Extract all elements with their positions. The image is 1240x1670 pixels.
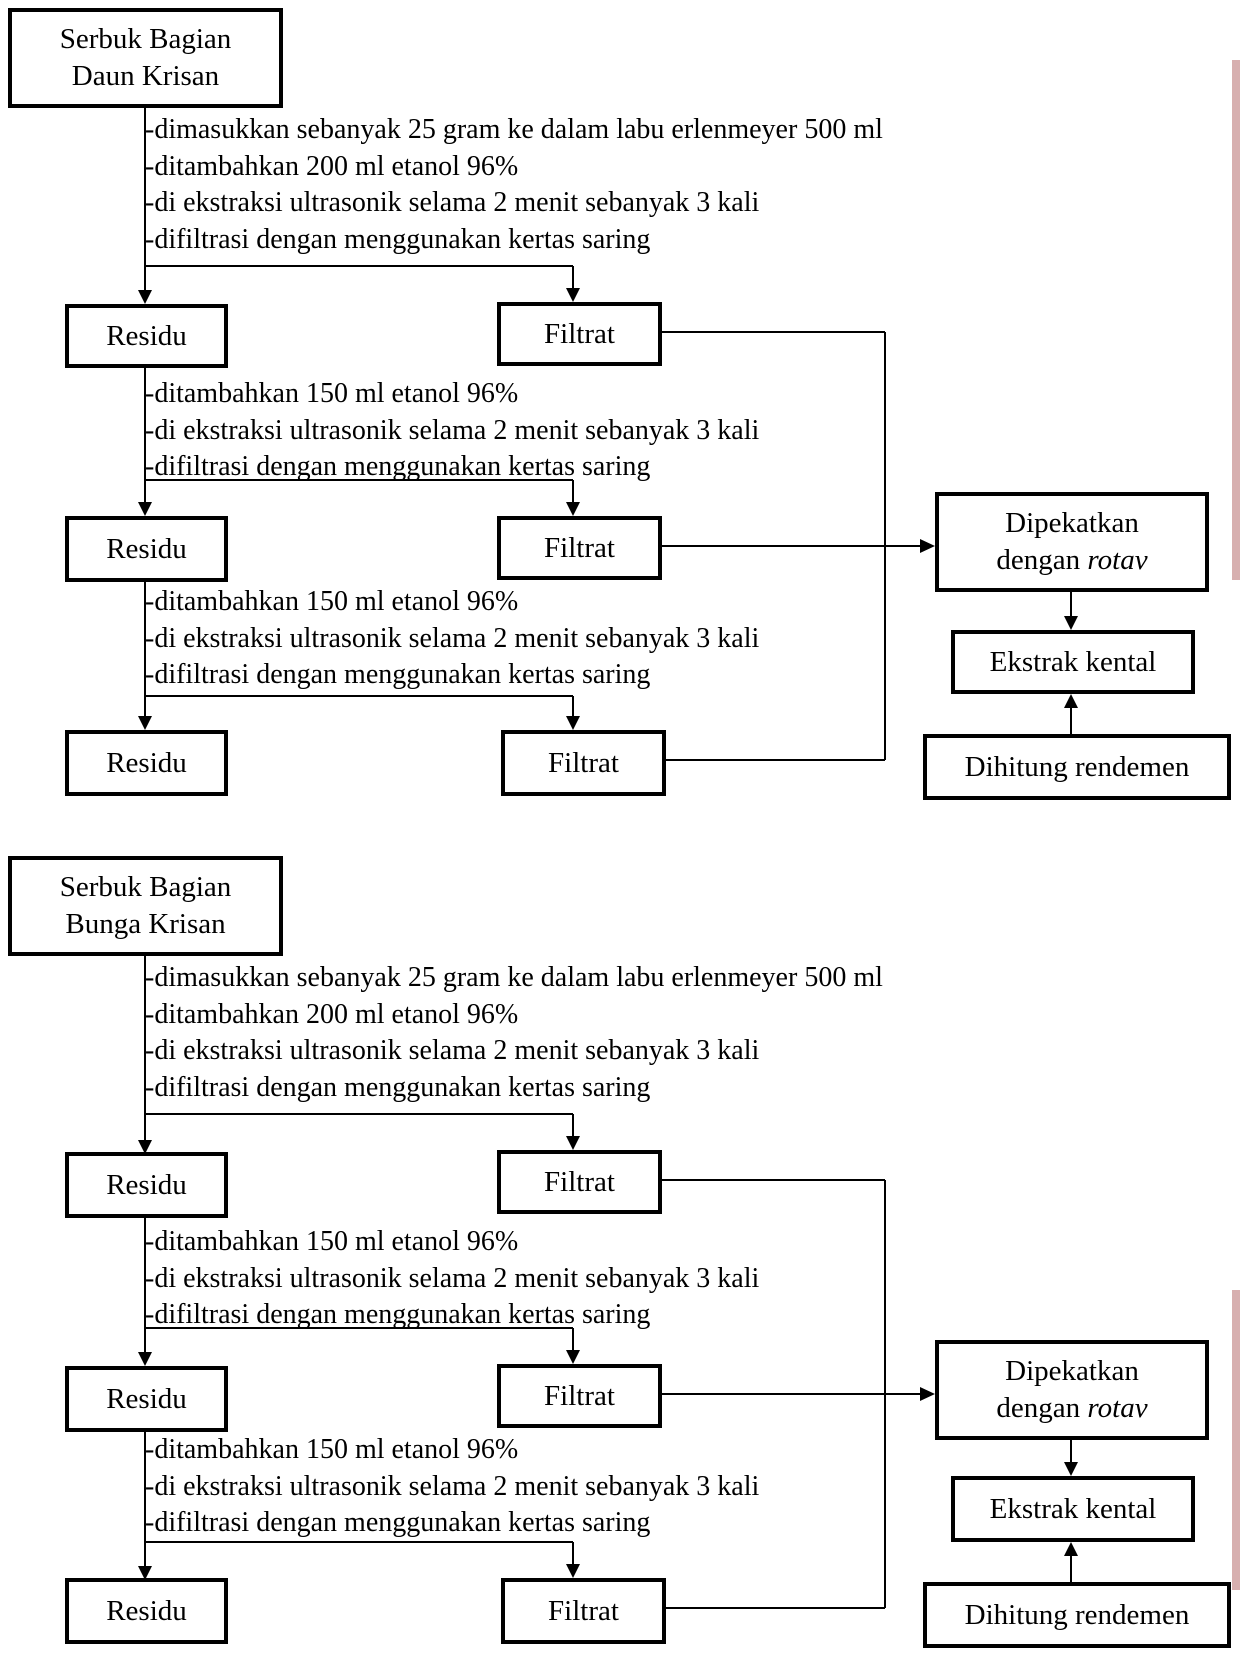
residu-label: Residu	[106, 319, 187, 352]
step-group-3: -ditambahkan 150 ml etanol 96% -di ekstr…	[145, 584, 759, 694]
concentrate-line2: dengan rotav	[996, 542, 1147, 579]
step-text: -difiltrasi dengan menggunakan kertas sa…	[145, 1299, 651, 1330]
residu-box-1: Residu	[65, 304, 228, 368]
filtrat-label: Filtrat	[548, 746, 619, 779]
step-text: -ditambahkan 200 ml etanol 96%	[145, 150, 519, 182]
step-text: -ditambahkan 200 ml etanol 96%	[145, 998, 519, 1030]
step-text: -di ekstraksi ultrasonik selama 2 menit …	[145, 1262, 760, 1294]
residu-label: Residu	[106, 746, 187, 779]
step-text: -ditambahkan 150 ml etanol 96%	[145, 1434, 519, 1465]
source-label-line1: Serbuk Bagian	[59, 23, 232, 55]
step-group-1: -dimasukkan sebanyak 25 gram ke dalam la…	[145, 960, 883, 1106]
filtrat-box-2: Filtrat	[497, 516, 662, 580]
flowchart-bunga: Serbuk Bagian Bunga Krisan -dimasukkan s…	[0, 850, 1240, 1670]
concentrate-line2: dengan rotav	[996, 1390, 1147, 1427]
step-text: -difiltrasi dengan menggunakan kertas sa…	[145, 1071, 651, 1103]
filtrat-box-2: Filtrat	[497, 1364, 662, 1428]
step-text: -dimasukkan sebanyak 25 gram ke dalam la…	[145, 114, 883, 145]
yield-box: Dihitung rendemen	[923, 734, 1231, 800]
source-label-line1: Serbuk Bagian	[59, 871, 232, 903]
page-edge-mark	[1232, 60, 1240, 580]
extract-label: Ekstrak kental	[989, 645, 1157, 678]
connector-lines	[138, 106, 1078, 761]
step-text: -dimasukkan sebanyak 25 gram ke dalam la…	[145, 962, 883, 993]
extract-label: Ekstrak kental	[989, 1492, 1157, 1525]
residu-label: Residu	[106, 1168, 187, 1201]
filtrat-box-3: Filtrat	[501, 1578, 666, 1644]
concentrate-prefix: dengan	[996, 544, 1088, 576]
step-text: -difiltrasi dengan menggunakan kertas sa…	[145, 1507, 651, 1538]
step-group-1: -dimasukkan sebanyak 25 gram ke dalam la…	[145, 112, 883, 258]
filtrat-label: Filtrat	[548, 1594, 619, 1627]
step-text: -ditambahkan 150 ml etanol 96%	[145, 1226, 519, 1257]
concentrate-line1: Dipekatkan	[1005, 507, 1139, 539]
filtrat-label: Filtrat	[544, 1165, 615, 1198]
step-text: -di ekstraksi ultrasonik selama 2 menit …	[145, 1470, 760, 1502]
concentrate-italic: rotav	[1087, 1392, 1148, 1424]
step-text: -difiltrasi dengan menggunakan kertas sa…	[145, 223, 651, 255]
residu-box-1: Residu	[65, 1152, 228, 1218]
residu-box-3: Residu	[65, 1578, 228, 1644]
residu-label: Residu	[106, 1594, 187, 1627]
concentrate-line1: Dipekatkan	[1005, 1355, 1139, 1387]
residu-box-2: Residu	[65, 516, 228, 582]
connector-lines	[138, 956, 1078, 1609]
step-text: -difiltrasi dengan menggunakan kertas sa…	[145, 659, 651, 690]
filtrat-label: Filtrat	[544, 531, 615, 564]
residu-box-2: Residu	[65, 1366, 228, 1432]
residu-label: Residu	[106, 532, 187, 565]
filtrat-label: Filtrat	[544, 1379, 615, 1412]
yield-label: Dihitung rendemen	[964, 1598, 1190, 1631]
yield-box: Dihitung rendemen	[923, 1582, 1231, 1648]
source-box: Serbuk Bagian Bunga Krisan	[8, 856, 283, 956]
source-label-line2: Daun Krisan	[71, 60, 220, 92]
concentrate-box: Dipekatkan dengan rotav	[935, 492, 1209, 592]
extract-box: Ekstrak kental	[951, 1476, 1195, 1542]
concentrate-italic: rotav	[1087, 544, 1148, 576]
step-text: -di ekstraksi ultrasonik selama 2 menit …	[145, 1035, 760, 1066]
residu-label: Residu	[106, 1382, 187, 1415]
concentrate-box: Dipekatkan dengan rotav	[935, 1340, 1209, 1440]
step-text: -di ekstraksi ultrasonik selama 2 menit …	[145, 414, 760, 446]
concentrate-prefix: dengan	[996, 1392, 1088, 1424]
source-box: Serbuk Bagian Daun Krisan	[8, 8, 283, 108]
flowchart-daun: Serbuk Bagian Daun Krisan -dimasukkan se…	[0, 0, 1240, 820]
step-text: -ditambahkan 150 ml etanol 96%	[145, 378, 519, 409]
yield-label: Dihitung rendemen	[964, 750, 1190, 783]
step-text: -ditambahkan 150 ml etanol 96%	[145, 586, 519, 617]
step-group-3: -ditambahkan 150 ml etanol 96% -di ekstr…	[145, 1432, 759, 1542]
source-label-line2: Bunga Krisan	[65, 908, 226, 940]
filtrat-label: Filtrat	[544, 317, 615, 350]
extract-box: Ekstrak kental	[951, 630, 1195, 694]
step-text: -di ekstraksi ultrasonik selama 2 menit …	[145, 187, 760, 218]
page-edge-mark	[1232, 1290, 1240, 1590]
step-group-2: -ditambahkan 150 ml etanol 96% -di ekstr…	[145, 376, 759, 486]
filtrat-box-1: Filtrat	[497, 302, 662, 366]
residu-box-3: Residu	[65, 730, 228, 796]
step-text: -di ekstraksi ultrasonik selama 2 menit …	[145, 622, 760, 654]
step-text: -difiltrasi dengan menggunakan kertas sa…	[145, 451, 651, 482]
filtrat-box-1: Filtrat	[497, 1150, 662, 1214]
step-group-2: -ditambahkan 150 ml etanol 96% -di ekstr…	[145, 1224, 759, 1334]
filtrat-box-3: Filtrat	[501, 730, 666, 796]
